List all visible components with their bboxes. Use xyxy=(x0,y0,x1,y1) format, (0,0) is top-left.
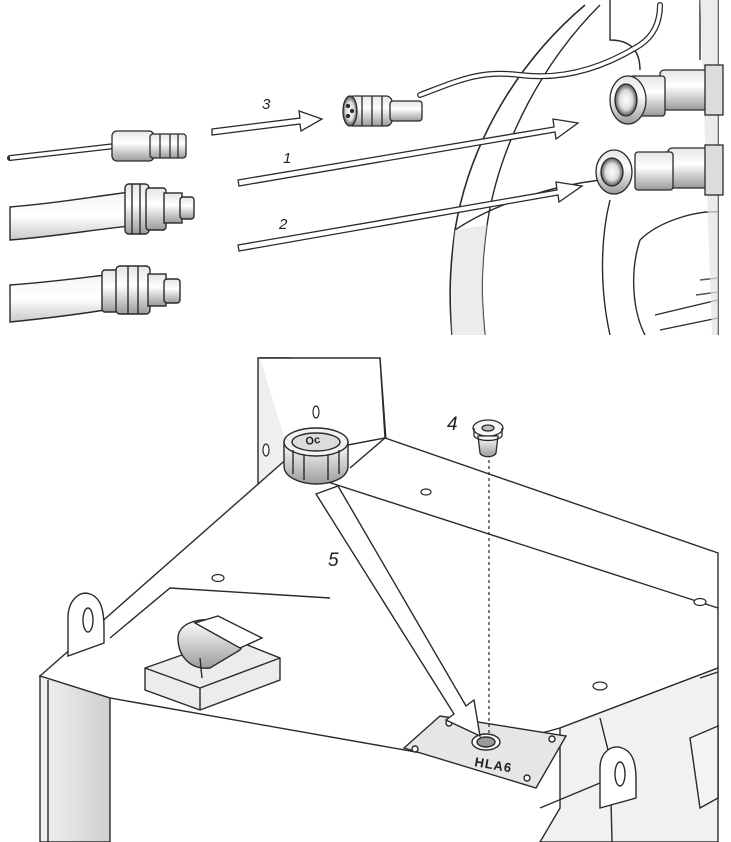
filler-plate xyxy=(402,715,568,789)
callout-step-3: 3 xyxy=(262,96,271,113)
upper-coupling-port xyxy=(609,64,724,125)
arrow-step-2 xyxy=(237,181,584,252)
filler-cap-label: Oc xyxy=(305,434,321,448)
hose-connection-drawing: 3 1 2 xyxy=(7,0,724,335)
callout-step-5: 5 xyxy=(328,550,339,571)
lower-coupling-port xyxy=(595,144,724,196)
arrow-step-3 xyxy=(211,110,324,136)
bolt-holes xyxy=(211,405,707,691)
callout-step-1: 1 xyxy=(283,150,291,167)
vent-plug xyxy=(472,419,504,458)
callout-step-2: 2 xyxy=(278,216,288,233)
corner-bracket xyxy=(689,724,719,810)
tank-left-side xyxy=(39,675,111,842)
hose-with-threaded-fitting xyxy=(9,183,195,241)
arrow-step-5 xyxy=(314,485,481,738)
lifting-eye-right xyxy=(599,746,637,809)
tank-plate-label: HLA6 xyxy=(473,754,513,775)
sensor-socket xyxy=(342,95,423,127)
hose-connection-panel: 3 1 2 xyxy=(0,0,731,335)
sensor-plug-cable xyxy=(7,130,187,162)
hose-with-quick-coupler xyxy=(9,265,181,323)
lifting-eye-left xyxy=(67,592,105,657)
filler-cap xyxy=(283,427,349,485)
callout-step-4: 4 xyxy=(447,414,458,435)
valve-knob xyxy=(144,615,281,711)
tank-filler-drawing: HLA6 Oc 4 5 xyxy=(38,357,719,842)
tank-filler-panel: HLA6 Oc 4 5 xyxy=(0,338,731,842)
arrow-step-1 xyxy=(237,118,580,187)
